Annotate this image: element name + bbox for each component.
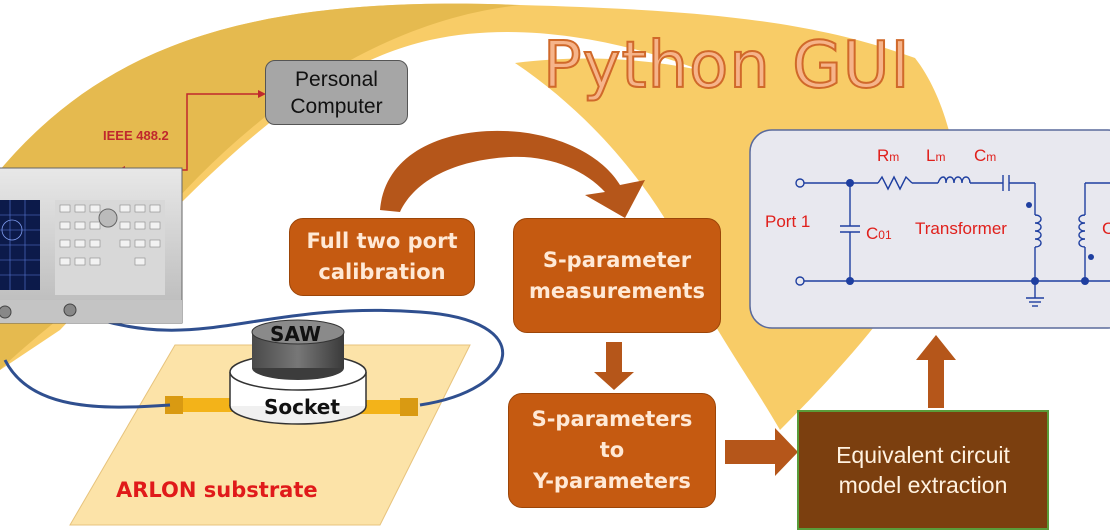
personal-computer-box: Personal Computer <box>265 60 408 125</box>
transformer-label: Transformer <box>915 219 1007 238</box>
saw-label: SAW <box>270 322 322 346</box>
s-to-y-parameters-box: S-parameters to Y-parameters <box>508 393 716 508</box>
circuit-nodes <box>846 179 1094 285</box>
arrow-up <box>916 335 956 408</box>
clipped-capacitor-label: C <box>1102 219 1110 238</box>
arrow-down <box>594 342 634 390</box>
network-analyzer <box>0 167 183 324</box>
equivalent-circuit-box: Equivalent circuit model extraction <box>797 410 1049 530</box>
circuit-panel <box>749 129 1110 329</box>
lm-label: Lm <box>926 146 946 165</box>
arrow-right <box>725 428 798 476</box>
port1-label: Port 1 <box>765 212 811 231</box>
sparameter-measurements-box: S-parameter measurements <box>513 218 721 333</box>
c01-label: C01 <box>866 224 892 243</box>
diagram-title: Python GUI <box>542 28 911 104</box>
big-arrow-darker-band <box>0 3 520 370</box>
arlon-substrate <box>69 344 471 526</box>
cm-label: Cm <box>974 146 997 165</box>
ieee-label: IEEE 488.2 <box>103 128 169 143</box>
cable-right <box>69 308 504 407</box>
circuit-schematic <box>795 175 1110 307</box>
substrate-label: ARLON substrate <box>116 478 318 502</box>
calibration-curve-arrow <box>380 130 645 218</box>
socket-label: Socket <box>264 395 340 419</box>
rm-label: Rm <box>877 146 900 165</box>
calibration-box: Full two port calibration <box>289 218 475 296</box>
cable-left <box>3 359 171 409</box>
